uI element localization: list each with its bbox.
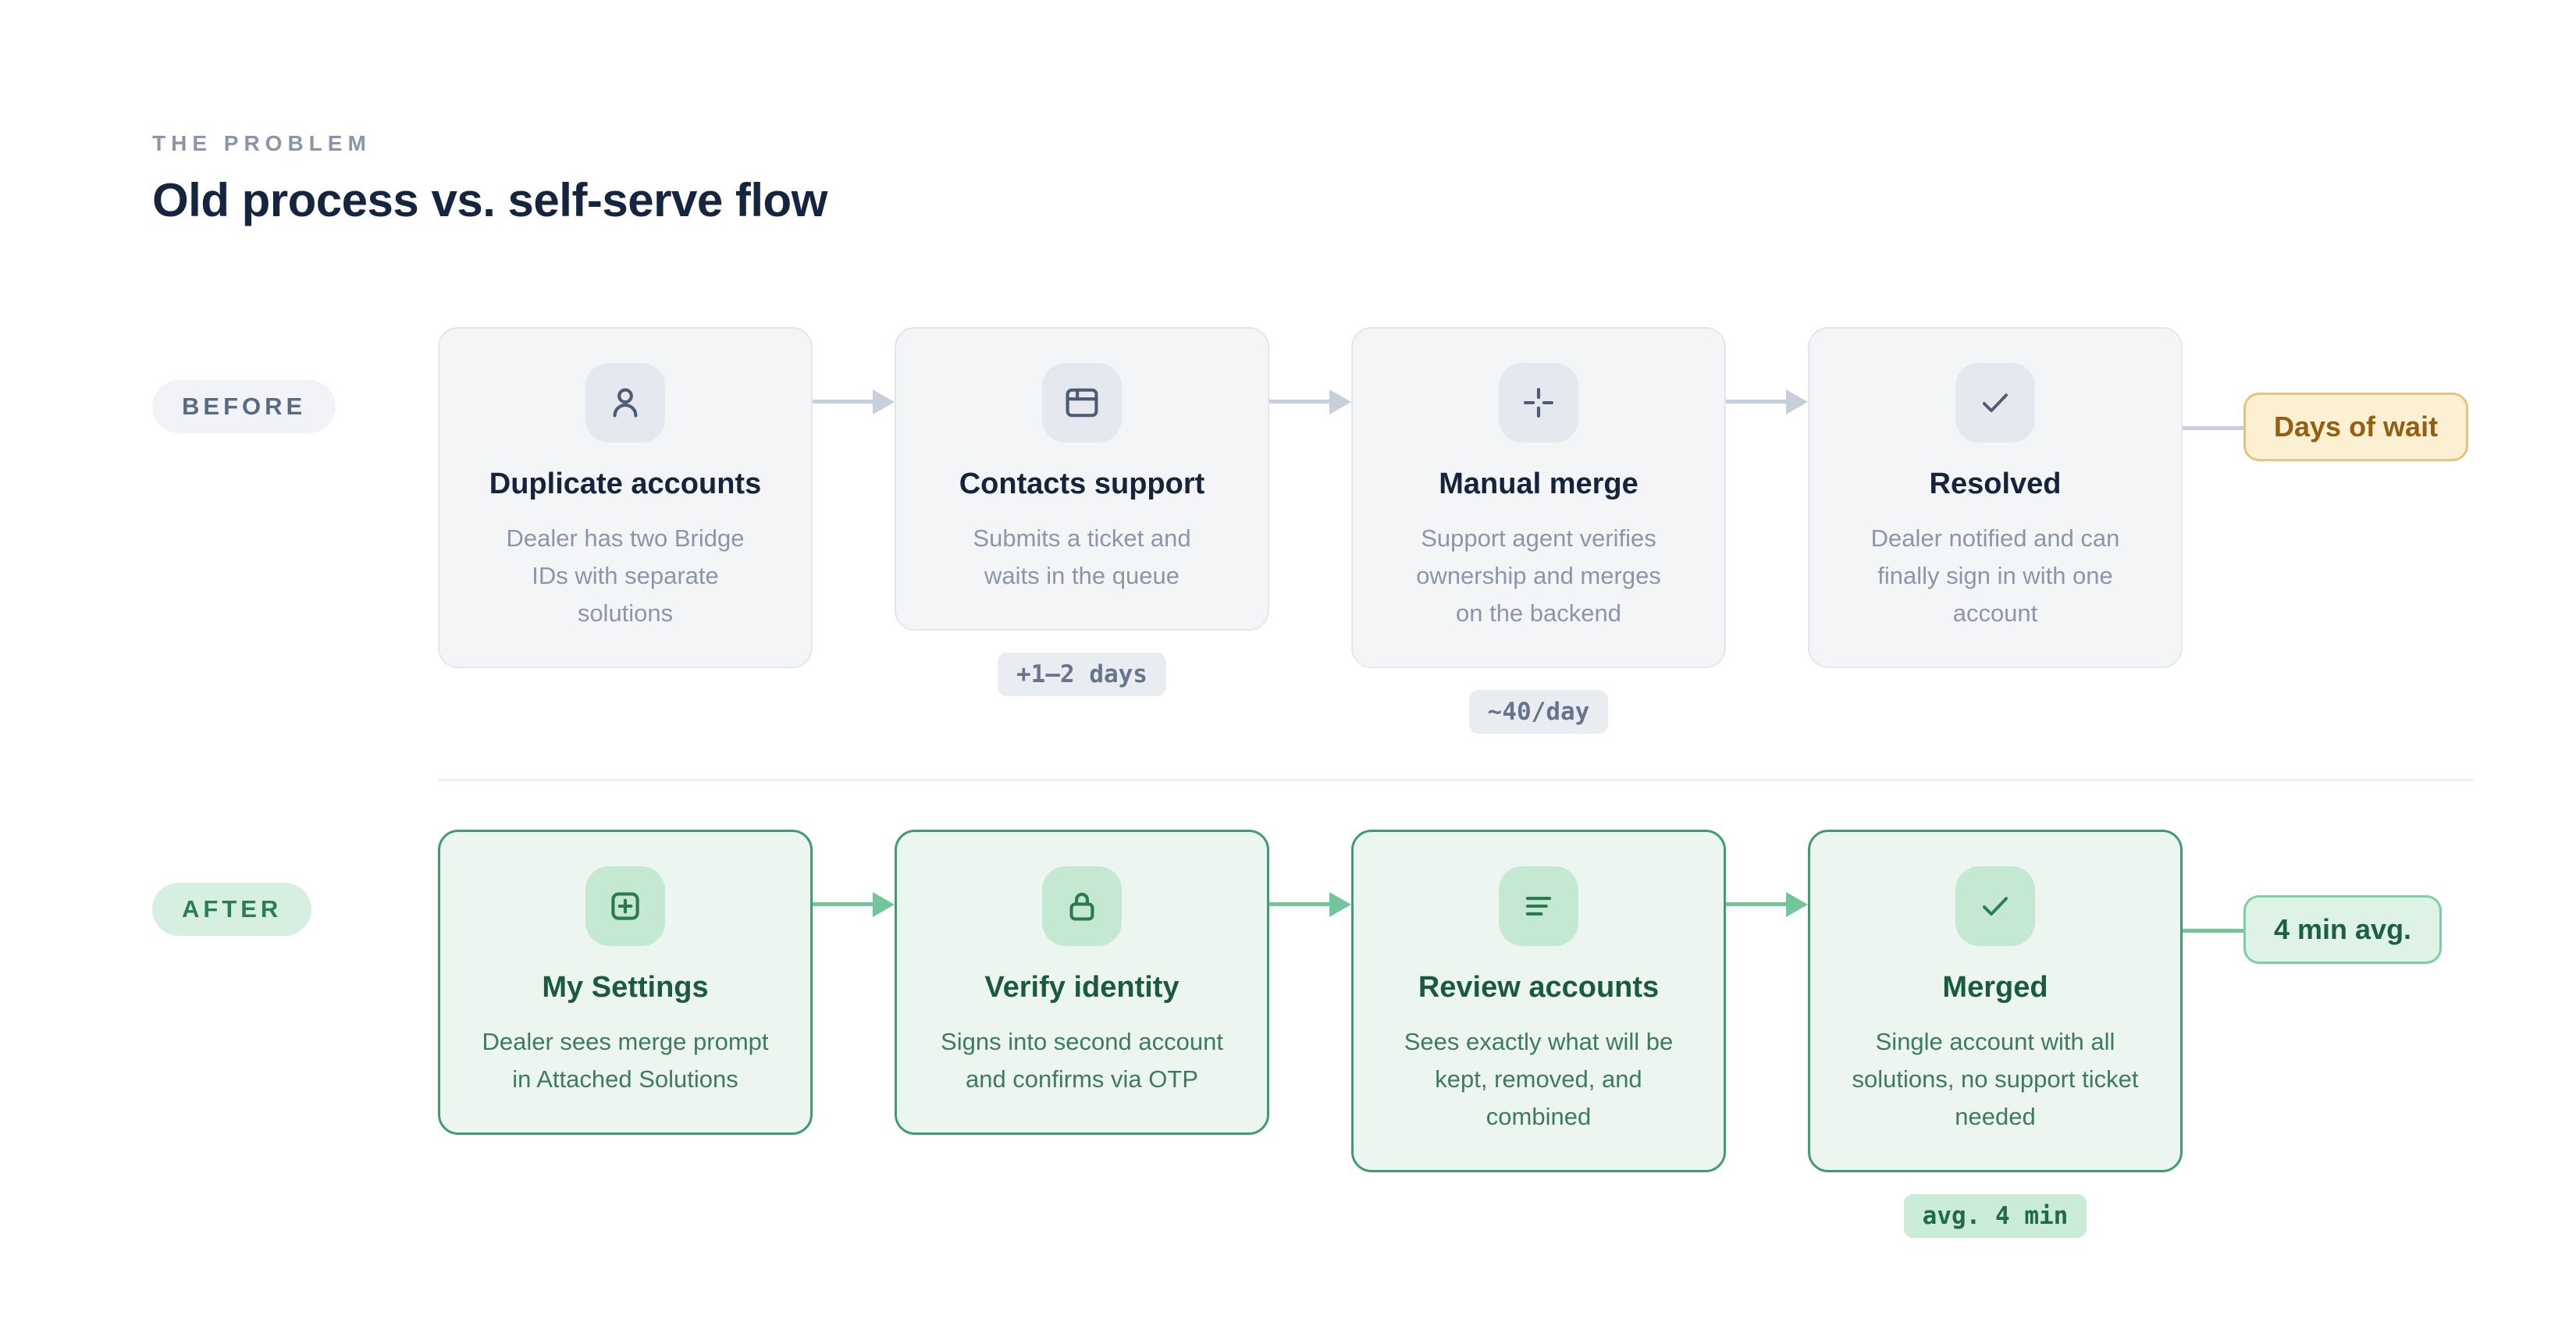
before-row-label: BEFORE [152, 327, 438, 433]
step-description: Sees exactly what will be kept, removed,… [1404, 1028, 1674, 1130]
step-description: Single account with all solutions, no su… [1852, 1028, 2139, 1130]
step-title: Merged [1942, 971, 2048, 1004]
step-description: Dealer has two Bridge IDs with separate … [506, 524, 745, 627]
step-description: Submits a ticket and waits in the queue [973, 524, 1191, 589]
icon-tile [1955, 363, 2035, 443]
step-column: Resolved Dealer notified and can finally… [1808, 327, 2183, 668]
step-column: Verify identity Signs into second accoun… [895, 830, 1269, 1135]
after-outcome-badge: 4 min avg. [2243, 895, 2443, 964]
step-title: Resolved [1929, 468, 2062, 500]
align-left-icon [1525, 896, 1552, 916]
step-title: Manual merge [1439, 468, 1638, 500]
after-row: AFTER My Settings Dealer sees merge prom… [152, 830, 2475, 1238]
step-column: Merged Single account with all solutions… [1808, 830, 2183, 1238]
step-metric-badge: avg. 4 min [1903, 1194, 2087, 1238]
before-outcome-badge: Days of wait [2243, 393, 2469, 461]
step-card-duplicate-accounts: Duplicate accounts Dealer has two Bridge… [438, 327, 813, 668]
icon-tile [1042, 866, 1122, 946]
step-card-resolved: Resolved Dealer notified and can finally… [1808, 327, 2183, 668]
icon-tile [1499, 866, 1578, 946]
crosshair-icon [1524, 388, 1553, 418]
page-title: Old process vs. self-serve flow [152, 174, 827, 226]
flow-arrow-icon [813, 891, 895, 919]
step-description: Support agent verifies ownership and mer… [1416, 524, 1661, 627]
step-column: Contacts support Submits a ticket and wa… [895, 327, 1269, 696]
step-card-manual-merge: Manual merge Support agent verifies owne… [1351, 327, 1726, 668]
flow-arrow-icon [1726, 388, 1808, 416]
icon-tile [585, 363, 665, 443]
step-title: Duplicate accounts [489, 468, 762, 500]
step-column: Duplicate accounts Dealer has two Bridge… [438, 327, 813, 668]
before-row: BEFORE Duplicate accounts Dealer has two… [152, 327, 2475, 734]
step-title: Verify identity [984, 971, 1179, 1004]
before-pill: BEFORE [152, 380, 336, 433]
flow-arrow-icon [1269, 891, 1351, 919]
square-plus-icon [611, 892, 639, 920]
after-row-label: AFTER [152, 830, 438, 936]
step-card-merged: Merged Single account with all solutions… [1808, 830, 2183, 1172]
step-card-review-accounts: Review accounts Sees exactly what will b… [1351, 830, 1726, 1172]
step-description: Dealer sees merge prompt in Attached Sol… [482, 1028, 769, 1093]
step-column: Review accounts Sees exactly what will b… [1351, 830, 1726, 1172]
check-icon [1982, 897, 2008, 916]
ticket-icon [1066, 388, 1098, 418]
after-pill: AFTER [152, 883, 312, 936]
lock-icon [1069, 892, 1094, 921]
section-divider [438, 779, 2475, 781]
after-flow: My Settings Dealer sees merge prompt in … [438, 830, 2443, 1238]
step-metric-badge: ~40/day [1468, 690, 1609, 734]
check-icon [1982, 393, 2008, 413]
step-description: Signs into second account and confirms v… [941, 1028, 1223, 1093]
end-connector-line [2183, 426, 2243, 430]
icon-tile [1042, 363, 1122, 443]
step-title: My Settings [542, 971, 709, 1004]
step-description: Dealer notified and can finally sign in … [1870, 524, 2120, 627]
user-icon [613, 388, 638, 418]
flow-arrow-icon [1269, 388, 1351, 416]
step-metric-badge: +1–2 days [998, 652, 1166, 696]
before-flow: Duplicate accounts Dealer has two Bridge… [438, 327, 2469, 734]
eyebrow: THE PROBLEM [152, 131, 372, 155]
step-column: My Settings Dealer sees merge prompt in … [438, 830, 813, 1135]
end-connector-line [2183, 929, 2243, 933]
step-card-my-settings: My Settings Dealer sees merge prompt in … [438, 830, 813, 1135]
step-card-verify-identity: Verify identity Signs into second accoun… [895, 830, 1269, 1135]
flow-arrow-icon [1726, 891, 1808, 919]
step-title: Contacts support [959, 468, 1205, 500]
step-column: Manual merge Support agent verifies owne… [1351, 327, 1726, 734]
icon-tile [1955, 866, 2035, 946]
step-card-contacts-support: Contacts support Submits a ticket and wa… [895, 327, 1269, 631]
flow-arrow-icon [813, 388, 895, 416]
icon-tile [1499, 363, 1578, 443]
step-title: Review accounts [1418, 971, 1660, 1004]
icon-tile [585, 866, 665, 946]
